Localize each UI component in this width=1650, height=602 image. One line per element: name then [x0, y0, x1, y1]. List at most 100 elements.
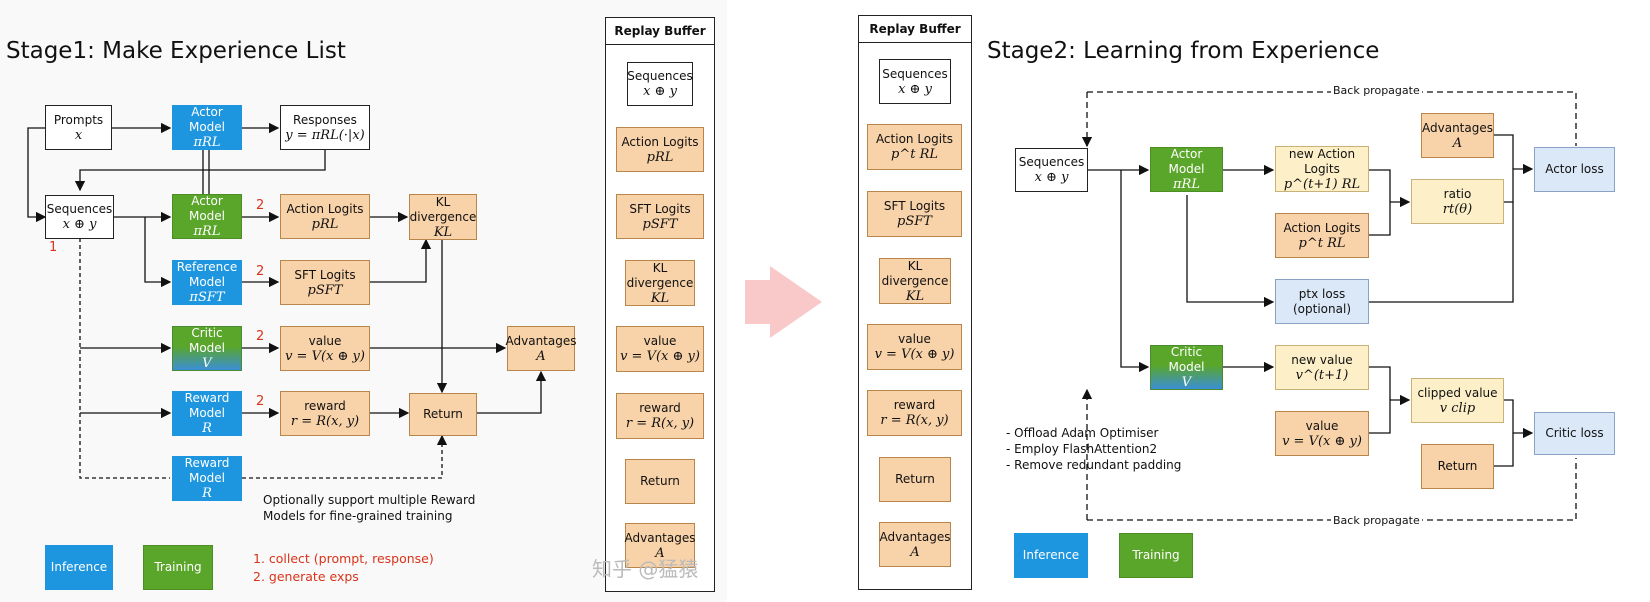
critic-model-box: Critic Model V	[1150, 345, 1223, 390]
responses-label: Responses	[293, 112, 357, 127]
ratio-math: rt(θ)	[1442, 201, 1473, 217]
sequences-label: Sequences	[1018, 155, 1085, 169]
step-number-2: 2	[256, 394, 265, 409]
rb-sequences: Sequences x ⊕ y	[879, 59, 951, 104]
rb-item-math: x ⊕ y	[643, 84, 677, 99]
stage1-connectors	[27, 122, 547, 479]
rb-advantages: Advantages A	[625, 523, 696, 568]
ratio-box: ratio rt(θ)	[1411, 179, 1504, 224]
return-box: Return	[409, 393, 477, 436]
reward-label: reward	[304, 398, 346, 413]
rb-item-math: r = R(x, y)	[625, 416, 695, 431]
advantages-math: A	[1452, 135, 1463, 151]
rb-sft-logits: SFT Logits pSFT	[616, 194, 704, 239]
rb-item-label: Sequences	[882, 66, 948, 81]
clipped-value-box: clipped value v clip	[1411, 378, 1504, 423]
value-box: value v = V(x ⊕ y)	[280, 326, 370, 371]
sft-logits-label: SFT Logits	[294, 267, 356, 282]
steps-legend: 1. collect (prompt, response) 2. generat…	[253, 550, 434, 586]
rb-item-label: Advantages	[879, 529, 951, 544]
sequences-box: Sequences x ⊕ y	[45, 195, 114, 239]
stage2-connectors	[1081, 91, 1577, 521]
reward-model-box: Reward Model R	[172, 391, 242, 436]
rb-reward: reward r = R(x, y)	[867, 390, 962, 436]
actor-model-label: Actor Model	[188, 105, 226, 134]
kl-divergence-label: KL divergence	[409, 194, 477, 224]
rb-item-label: Return	[640, 474, 680, 488]
rb-item-math: x ⊕ y	[898, 81, 932, 97]
rb-item-label: Action Logits	[875, 132, 954, 146]
responses-box: Responses y = πRL(·|x)	[280, 105, 370, 150]
rb-value: value v = V(x ⊕ y)	[616, 326, 704, 372]
critic-model-box: Critic Model V	[172, 326, 242, 371]
ptx-loss-box: ptx loss (optional)	[1275, 279, 1369, 324]
rb-item-label: reward	[639, 401, 681, 415]
reference-model-math: πSFT	[189, 290, 225, 305]
sequences-box: Sequences x ⊕ y	[1015, 148, 1088, 192]
note-line: Optionally support multiple Reward	[263, 493, 476, 507]
rb-value: value v = V(x ⊕ y)	[867, 324, 962, 370]
actor-model-label: Actor Model	[188, 194, 226, 223]
rb-item-label: Action Logits	[621, 134, 699, 149]
rb-item-label: reward	[893, 398, 936, 412]
rb-sft-logits: SFT Logits pSFT	[867, 191, 962, 237]
return-label: Return	[423, 407, 463, 421]
replay-buffer-stage2: Replay Buffer Sequences x ⊕ y Action Log…	[858, 15, 972, 590]
action-logits-box: Action Logits p^t RL	[1275, 213, 1369, 258]
legend-inference: Inference	[45, 545, 113, 590]
sequences-math: x ⊕ y	[1034, 170, 1069, 185]
new-value-math: v^(t+1)	[1295, 367, 1349, 383]
actor-model-inference-box: Actor Model πRL	[172, 105, 242, 150]
rb-sequences: Sequences x ⊕ y	[627, 62, 693, 106]
note-line: - Offload Adam Optimiser	[1006, 426, 1159, 440]
sft-logits-math: pSFT	[307, 282, 343, 298]
actor-model-math: πRL	[1173, 177, 1200, 192]
rb-item-math: pSFT	[897, 214, 932, 229]
return-box: Return	[1421, 444, 1494, 489]
advantages-label: Advantages	[1422, 120, 1493, 135]
rb-reward: reward r = R(x, y)	[616, 393, 704, 439]
critic-model-label: Critic Model	[1168, 345, 1205, 374]
ptx-loss-optional: (optional)	[1293, 301, 1351, 316]
prompts-math: x	[74, 127, 83, 143]
rb-item-label: value	[643, 334, 677, 348]
note-line: Models for fine-grained training	[263, 509, 453, 523]
rb-kl-divergence: KL divergence KL	[879, 258, 951, 304]
stage1-panel: Stage1: Make Experience List	[0, 0, 727, 602]
value-math: v = V(x ⊕ y)	[1282, 433, 1362, 449]
optional-reward-note: Optionally support multiple Reward Model…	[263, 492, 475, 524]
rb-item-math: A	[655, 545, 665, 561]
reward-model-label: Reward Model	[184, 391, 230, 420]
sequences-label: Sequences	[46, 202, 113, 216]
rb-item-label: KL divergence	[881, 258, 949, 288]
rb-item-math: r = R(x, y)	[880, 413, 949, 428]
note-line: - Employ FlashAttention2	[1006, 442, 1158, 456]
reward-model-math: R	[202, 486, 212, 501]
reward-model-optional-box: Reward Model R	[172, 456, 242, 501]
reference-model-box: Reference Model πSFT	[172, 260, 242, 305]
actor-model-math: πRL	[193, 135, 221, 150]
actor-model-label: Actor Model	[1168, 147, 1205, 176]
reward-box: reward r = R(x, y)	[280, 391, 370, 436]
value-math: v = V(x ⊕ y)	[285, 348, 365, 364]
stage2-panel: Replay Buffer Sequences x ⊕ y Action Log…	[840, 0, 1650, 602]
critic-model-label: Critic Model	[188, 326, 226, 355]
watermark: 知乎 @猛猿	[592, 557, 699, 581]
advantages-label: Advantages	[505, 333, 577, 348]
rb-item-math: pSFT	[642, 216, 678, 232]
rb-item-label: SFT Logits	[629, 201, 691, 216]
rb-item-math: v = V(x ⊕ y)	[620, 349, 700, 364]
stage1-title: Stage1: Make Experience List	[6, 38, 346, 64]
action-logits-math: pRL	[311, 216, 339, 232]
actor-model-training-box: Actor Model πRL	[172, 194, 242, 239]
actor-loss-box: Actor loss	[1534, 147, 1615, 192]
value-label: value	[1305, 418, 1339, 433]
rb-item-label: KL divergence	[626, 260, 694, 290]
sft-logits-box: SFT Logits pSFT	[280, 260, 370, 305]
legend-inference: Inference	[1014, 533, 1088, 578]
rb-return: Return	[625, 459, 695, 504]
critic-model-math: V	[202, 356, 212, 371]
action-logits-math: p^t RL	[1298, 235, 1346, 251]
rb-action-logits: Action Logits pRL	[616, 127, 704, 172]
replay-buffer-title: Replay Buffer	[859, 16, 971, 43]
